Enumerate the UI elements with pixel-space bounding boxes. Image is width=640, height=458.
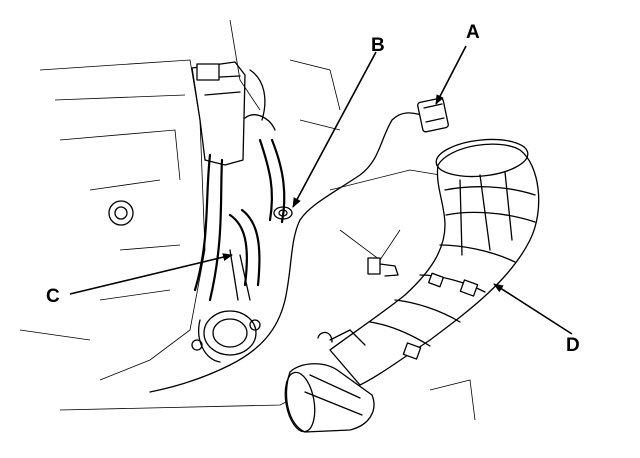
callout-label-a: A (466, 22, 480, 43)
throttle-body (191, 249, 261, 363)
vacuum-hoses (193, 69, 286, 302)
leader-a (435, 45, 467, 105)
callout-leaders (69, 45, 573, 335)
hose-bracket (191, 61, 246, 166)
callout-label-b: B (371, 35, 385, 56)
hose-clamp (273, 206, 293, 220)
leader-c (69, 253, 233, 295)
sensor-harness (149, 97, 449, 393)
engine-block-outline (19, 19, 476, 421)
leader-b (292, 51, 377, 208)
callout-labels: A B C D (46, 22, 580, 356)
leader-d (493, 283, 573, 335)
duct-clamp (284, 329, 375, 433)
intake-air-duct (329, 138, 540, 386)
bolt (108, 200, 134, 226)
breather-nipple (367, 257, 399, 277)
callout-label-c: C (46, 286, 60, 307)
callout-label-d: D (566, 335, 580, 356)
